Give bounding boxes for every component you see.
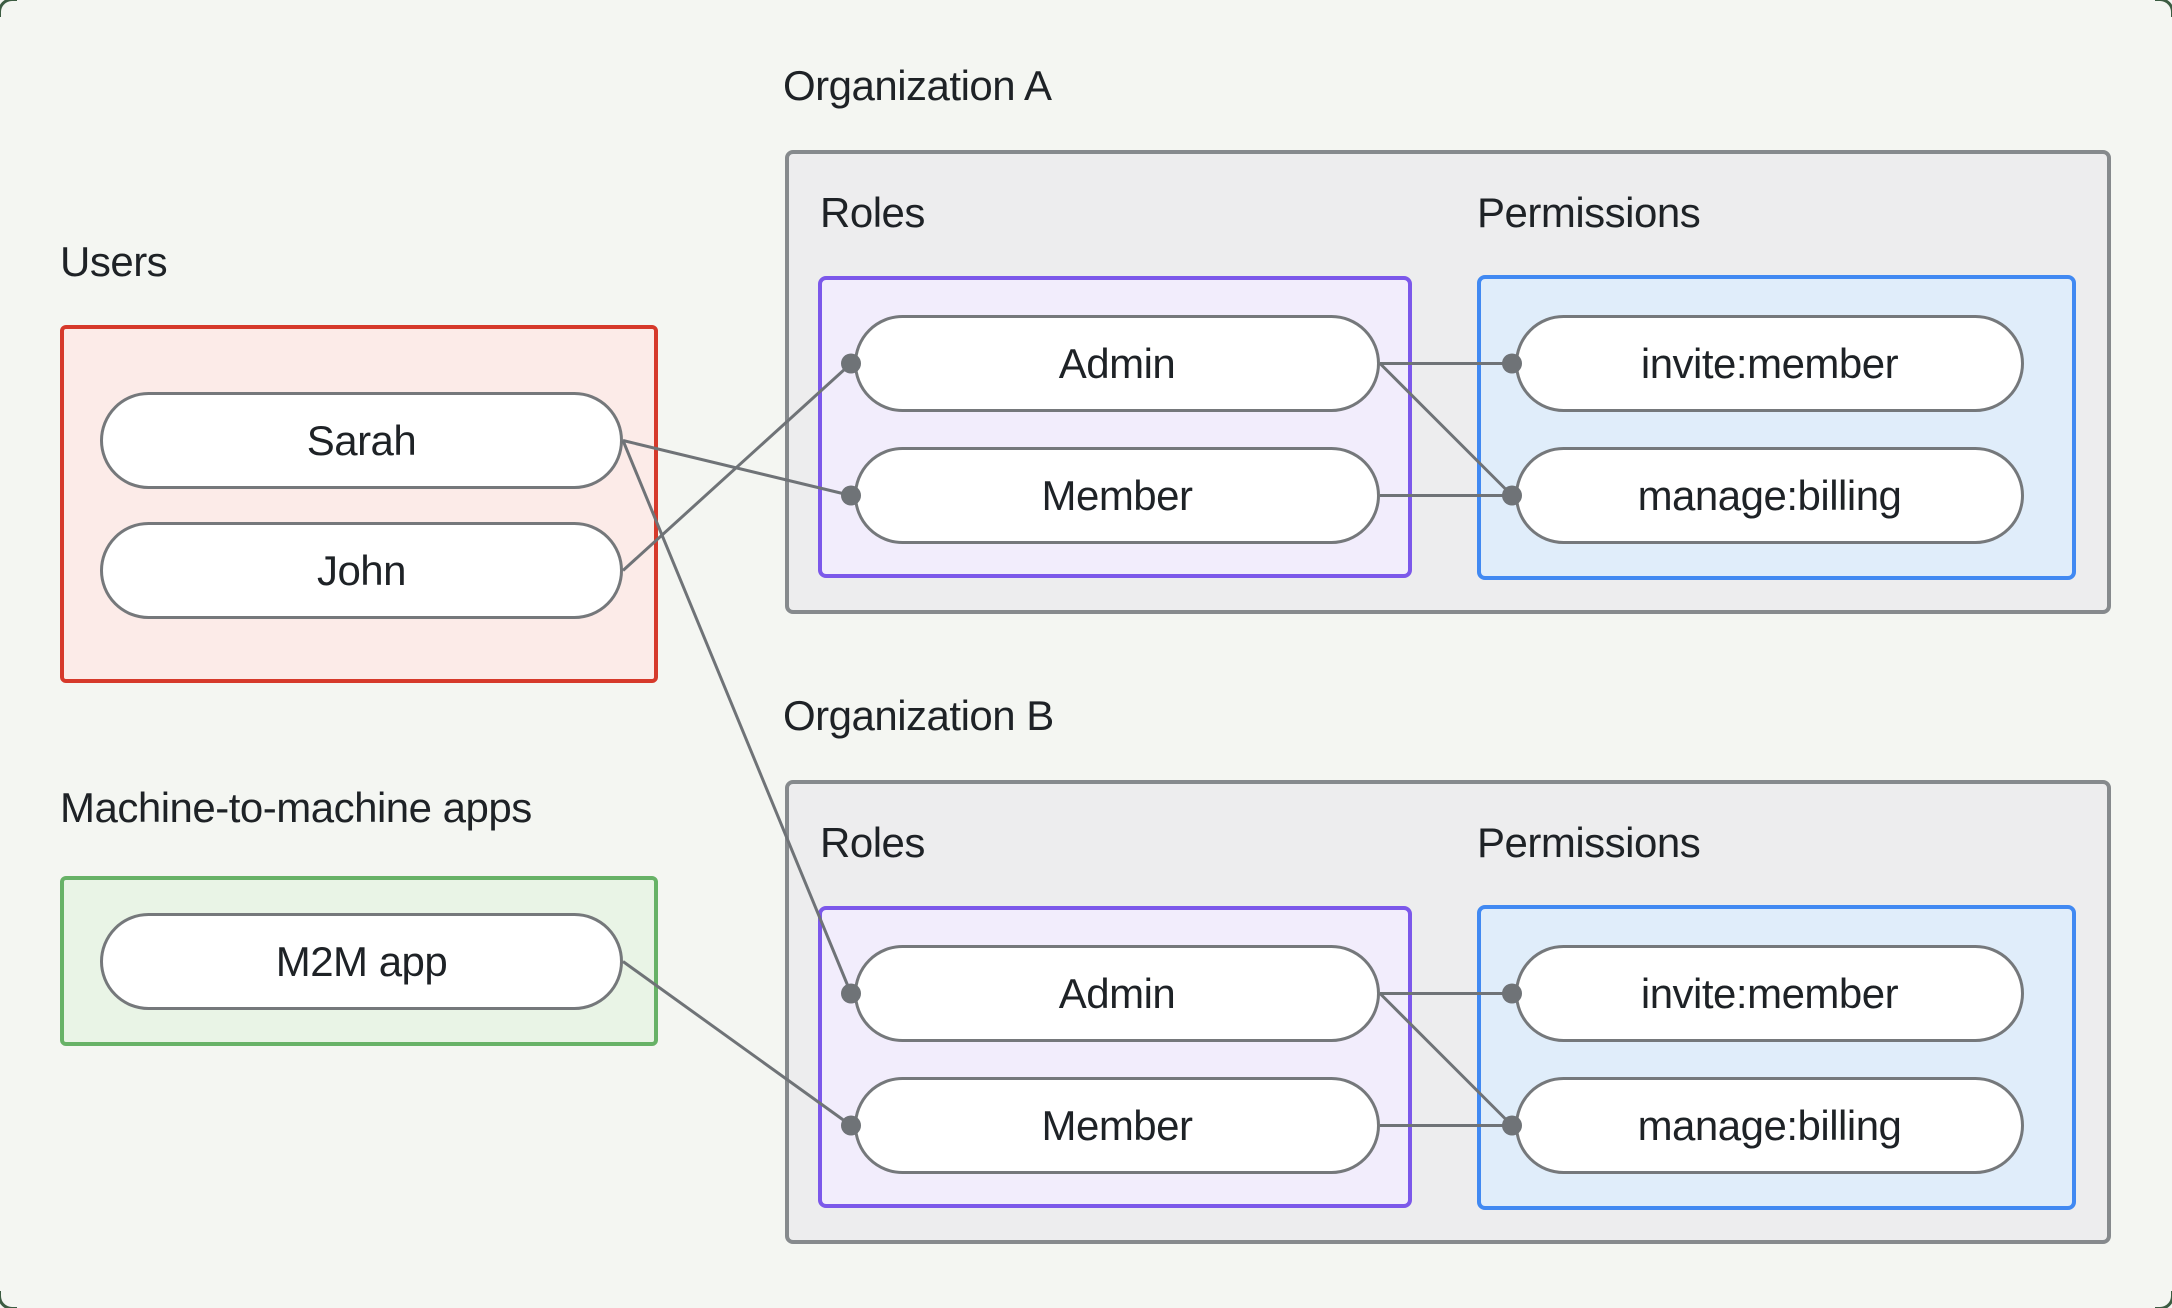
users-section-label: Users: [60, 238, 168, 285]
users-box: [60, 325, 658, 683]
m2m-section-label: Machine-to-machine apps: [60, 784, 532, 831]
org-b-role-admin: Admin: [854, 945, 1380, 1042]
frame-corner-top-left: [0, 0, 17, 17]
frame-corner-bottom-right: [2155, 1291, 2172, 1308]
org-a-permissions-label: Permissions: [1477, 189, 1701, 236]
node-m2m-app: M2M app: [100, 913, 623, 1010]
org-a-permission-invite-member: invite:member: [1515, 315, 2024, 412]
org-b-title: Organization B: [783, 692, 1054, 739]
node-sarah: Sarah: [100, 392, 623, 489]
org-a-roles-label: Roles: [820, 189, 925, 236]
org-a-title: Organization A: [783, 62, 1052, 109]
org-b-permission-invite-member: invite:member: [1515, 945, 2024, 1042]
org-a-role-admin: Admin: [854, 315, 1380, 412]
frame-corner-bottom-left: [0, 1291, 17, 1308]
org-b-role-member: Member: [854, 1077, 1380, 1174]
org-a-role-member: Member: [854, 447, 1380, 544]
org-b-permissions-label: Permissions: [1477, 819, 1701, 866]
frame-corner-top-right: [2155, 0, 2172, 17]
org-b-permission-manage-billing: manage:billing: [1515, 1077, 2024, 1174]
node-john: John: [100, 522, 623, 619]
org-b-roles-label: Roles: [820, 819, 925, 866]
org-a-permission-manage-billing: manage:billing: [1515, 447, 2024, 544]
